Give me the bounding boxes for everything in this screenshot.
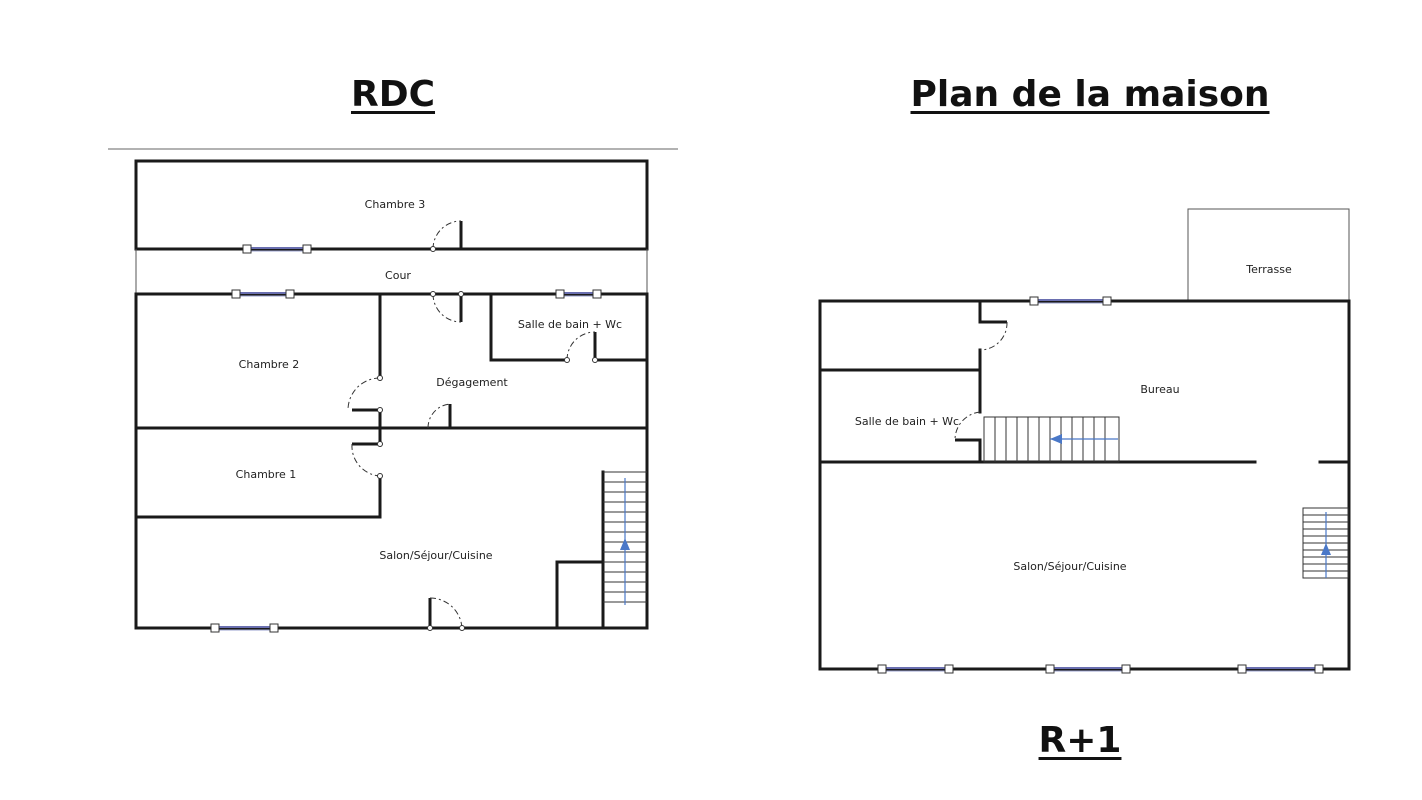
- window-icon: [210, 623, 279, 633]
- plan-title: Plan de la maison: [910, 74, 1270, 115]
- door-icon: [954, 411, 981, 442]
- room-label-salle-de-bain: Salle de bain + Wc: [518, 318, 622, 331]
- door-icon: [430, 220, 463, 252]
- room-label-terrasse: Terrasse: [1245, 263, 1292, 276]
- window-icon: [1029, 296, 1112, 306]
- door-icon: [564, 331, 598, 363]
- room-label-bureau: Bureau: [1140, 383, 1179, 396]
- room-label-salon: Salon/Séjour/Cuisine: [379, 549, 492, 562]
- rdc-doors: [347, 220, 598, 631]
- window-icon: [1237, 664, 1324, 674]
- r1-windows: [877, 296, 1324, 674]
- rdc-walls: [134, 159, 649, 630]
- window-icon: [1045, 664, 1131, 674]
- window-icon: [231, 289, 295, 299]
- rdc-title: RDC: [350, 74, 436, 115]
- window-icon: [555, 289, 602, 299]
- room-label-cour: Cour: [385, 269, 411, 282]
- r1-doors: [954, 320, 1008, 442]
- door-icon: [351, 441, 383, 479]
- rdc-windows: [210, 244, 602, 633]
- r1-stairs-salon-icon: [1302, 507, 1349, 579]
- room-label-chambre-1: Chambre 1: [236, 468, 297, 481]
- door-icon: [979, 320, 1008, 351]
- r1-stairs-bureau-icon: [983, 416, 1120, 463]
- door-icon: [427, 403, 452, 429]
- r1-title: R+1: [1038, 720, 1122, 761]
- r1-plan: Terrasse Bureau Salle de bain + Wc Salon…: [818, 208, 1351, 674]
- room-label-chambre-3: Chambre 3: [365, 198, 426, 211]
- room-label-chambre-2: Chambre 2: [239, 358, 300, 371]
- room-label-salle-de-bain-r1: Salle de bain + Wc: [855, 415, 959, 428]
- door-icon: [430, 291, 464, 323]
- rdc-plan: Chambre 3 Cour Salle de bain + Wc Chambr…: [108, 148, 678, 633]
- room-label-degagement: Dégagement: [436, 376, 508, 389]
- room-label-salon-r1: Salon/Séjour/Cuisine: [1013, 560, 1126, 573]
- window-icon: [877, 664, 954, 674]
- rdc-stairs-icon: [603, 471, 647, 605]
- door-icon: [347, 375, 383, 413]
- window-icon: [242, 244, 312, 254]
- door-icon: [427, 597, 465, 631]
